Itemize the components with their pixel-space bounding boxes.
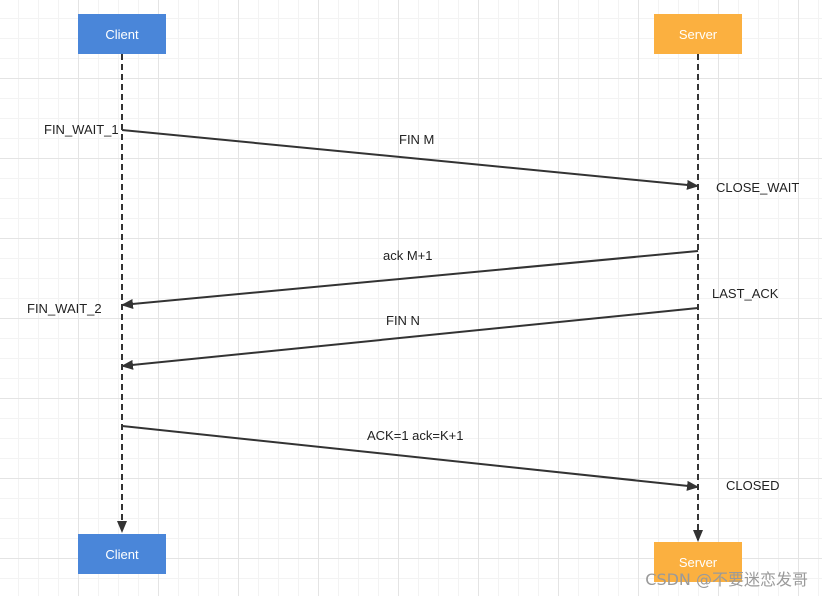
client-box-top: Client [78, 14, 166, 54]
server-box-bottom: Server [654, 542, 742, 582]
client-label-top: Client [105, 26, 139, 42]
state-last-ack: LAST_ACK [712, 286, 779, 301]
client-label-bottom: Client [105, 546, 139, 562]
message-label-ack-final: ACK=1 ack=K+1 [367, 428, 464, 443]
message-label-ack-m1: ack M+1 [383, 248, 433, 263]
state-fin-wait-1: FIN_WAIT_1 [44, 122, 119, 137]
state-close-wait: CLOSE_WAIT [716, 180, 800, 195]
message-label-fin-m: FIN M [399, 132, 435, 147]
state-closed: CLOSED [726, 478, 780, 493]
server-box-top: Server [654, 14, 742, 54]
message-label-fin-n: FIN N [386, 313, 420, 328]
server-label-top: Server [678, 26, 718, 42]
watermark: CSDN @不要迷恋发哥 [645, 570, 808, 589]
client-box-bottom: Client [78, 534, 166, 574]
message-arrow-ack-final [121, 425, 699, 491]
message-arrow-fin-n [121, 307, 699, 370]
server-label-bottom: Server [678, 554, 718, 570]
message-arrow-fin-m [121, 129, 699, 190]
message-arrow-ack-m1 [121, 250, 699, 309]
state-fin-wait-2: FIN_WAIT_2 [27, 301, 102, 316]
